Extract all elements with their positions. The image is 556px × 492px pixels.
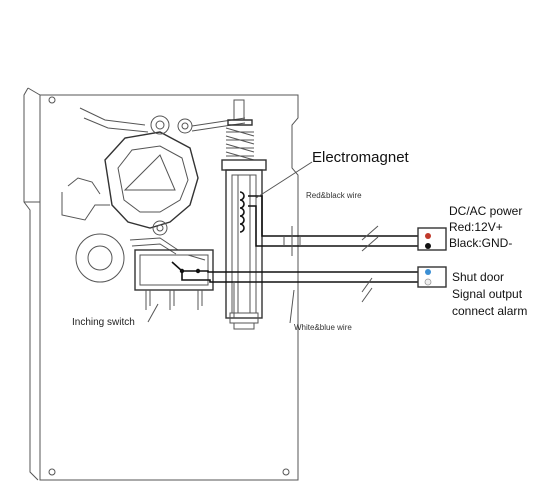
inching-switch-leader [147, 303, 159, 323]
inching-switch [134, 249, 214, 310]
signal-output-label: Signal output [452, 287, 523, 301]
power-terminal-block [417, 227, 447, 251]
black-gnd-label: Black:GND- [449, 236, 512, 250]
red-black-wire-run [248, 195, 418, 256]
electromagnet-label: Electromagnet [312, 149, 410, 166]
alarm-terminal-block [417, 266, 447, 288]
electromagnet-leader [255, 161, 313, 199]
shut-door-label: Shut door [452, 270, 504, 284]
electromagnet-solenoid [221, 99, 267, 330]
connect-alarm-label: connect alarm [452, 304, 527, 318]
latch-cam [61, 107, 246, 283]
red-black-wire-label: Red&black wire [306, 191, 362, 200]
white-blue-wire-run [181, 270, 418, 318]
white-blue-leader [289, 289, 295, 324]
lock-housing [23, 87, 299, 481]
dc-ac-power-label: DC/AC power [449, 204, 522, 218]
red-12v-label: Red:12V+ [449, 220, 503, 234]
white-blue-wire-label: White&blue wire [294, 323, 352, 332]
inching-switch-label: Inching switch [72, 317, 135, 328]
